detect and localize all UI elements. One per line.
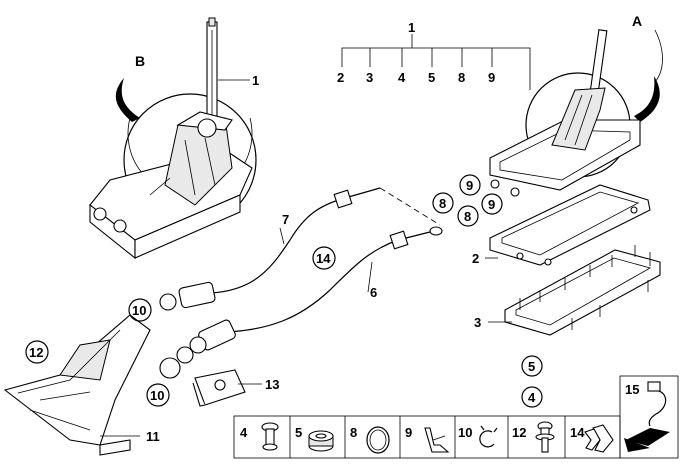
collar-screw-icon: [535, 421, 555, 453]
callout-5a: 5: [428, 70, 435, 85]
detail-b-shift-lever-housing: [89, 17, 257, 260]
gasket-plate: [489, 184, 651, 266]
legend-num-10: 10: [458, 425, 472, 440]
callout-12: 12: [29, 345, 43, 360]
corner-legend-box: 15: [619, 375, 679, 459]
callout-3b: 3: [474, 315, 481, 330]
small-parts-legend: 4 5 8 9 10 12: [233, 415, 621, 459]
legend-num-14: 14: [570, 425, 585, 440]
callout-9a: 9: [488, 70, 495, 85]
circled-callouts: 9 9 8 8 14 10 10 12 5 4: [25, 174, 543, 408]
legend-num-15: 15: [625, 382, 639, 397]
callout-9b: 9: [466, 178, 473, 193]
leader-lines: [100, 34, 531, 437]
callout-7: 7: [282, 212, 289, 227]
callout-11: 11: [146, 429, 160, 444]
callout-2a: 2: [337, 70, 344, 85]
callout-1a: 1: [252, 73, 259, 88]
callout-8c: 8: [464, 209, 471, 224]
callout-4b: 4: [528, 390, 536, 405]
o-ring-icon: [366, 426, 390, 454]
bowden-cables: [159, 187, 443, 379]
mounting-bracket: [3, 314, 151, 456]
callout-6: 6: [370, 285, 377, 300]
callout-14: 14: [316, 251, 331, 266]
detail-label-a: A: [632, 13, 642, 29]
holder-clip-icon: [584, 424, 614, 453]
callout-3a: 3: [366, 70, 373, 85]
callout-10a: 10: [132, 303, 146, 318]
legend-num-12: 12: [512, 425, 526, 440]
bush-icon: [308, 430, 334, 452]
callout-1b: 1: [408, 20, 415, 35]
callout-numbers: 1 1 2 3 4 5 8 9 2 3 6 7 11 13 A B: [135, 13, 642, 444]
legend-num-9: 9: [405, 425, 412, 440]
legend-num-5: 5: [295, 425, 302, 440]
wire-clip-icon: [647, 381, 667, 427]
callout-10b: 10: [150, 388, 164, 403]
legend-num-8: 8: [350, 425, 357, 440]
callout-9c: 9: [488, 197, 495, 212]
corner-arrow-icon: [624, 428, 670, 452]
detail-a-shift-assembly: [489, 29, 663, 197]
shift-cable-holder: [192, 369, 246, 407]
callout-2b: 2: [472, 251, 479, 266]
bolt-icon: [261, 422, 279, 451]
circlip-icon: [479, 425, 498, 448]
callout-4a: 4: [398, 70, 406, 85]
callout-8a: 8: [458, 70, 465, 85]
detail-label-b: B: [135, 53, 145, 69]
legend-num-4: 4: [240, 425, 248, 440]
callout-8b: 8: [439, 196, 446, 211]
callout-5b: 5: [528, 359, 535, 374]
spring-clip-icon: [424, 427, 450, 453]
callout-13: 13: [265, 377, 279, 392]
